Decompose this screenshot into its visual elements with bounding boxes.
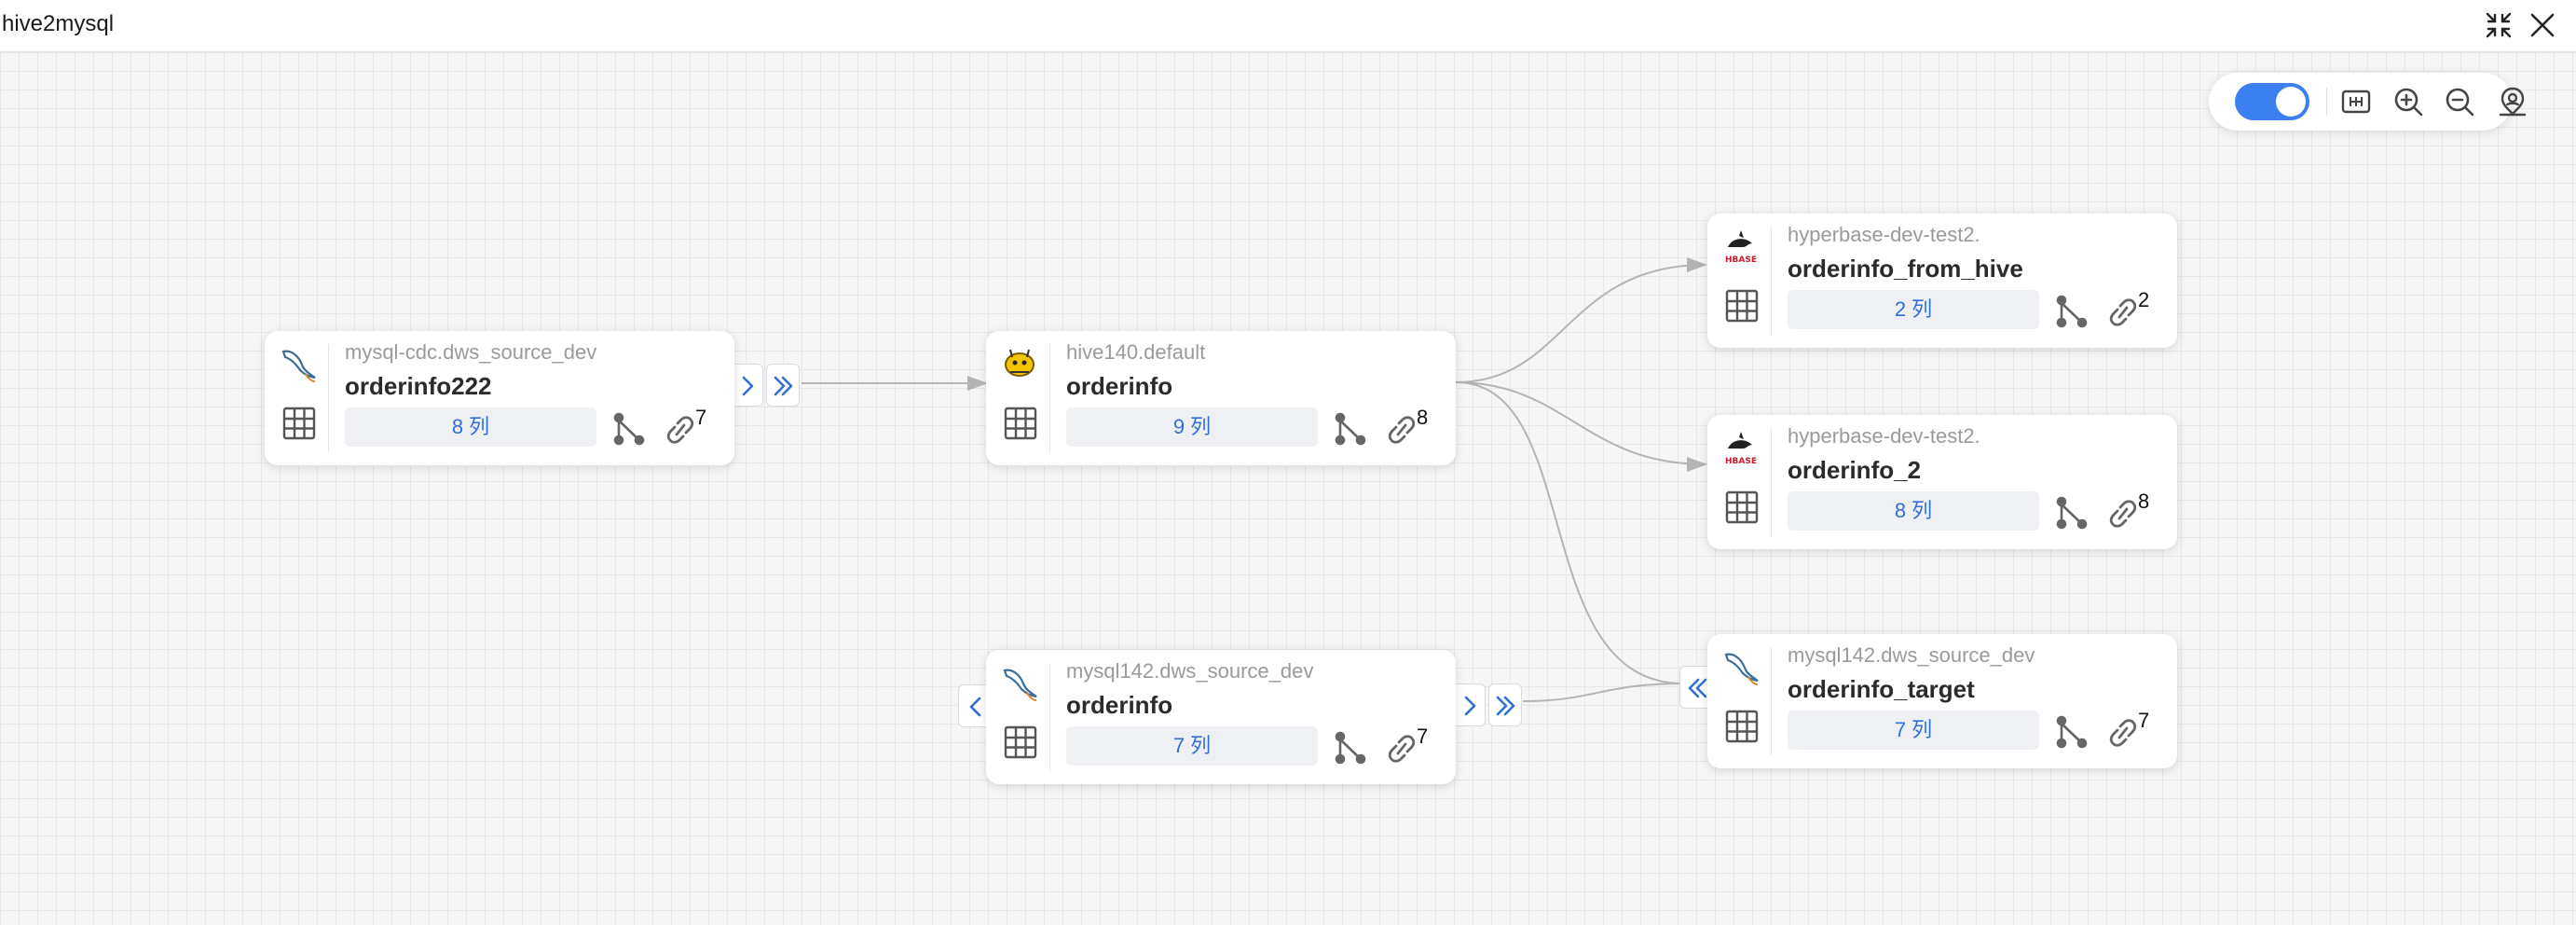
table-grid-icon — [1724, 709, 1760, 744]
svg-text:HBASE: HBASE — [1725, 255, 1757, 265]
table-node[interactable]: mysql142.dws_source_dev orderinfo 7 列 7 — [986, 650, 1456, 784]
source-database: mysql-cdc.dws_source_dev — [345, 340, 597, 364]
source-database: hyperbase-dev-test2. — [1788, 424, 1980, 448]
link-icon[interactable] — [1383, 730, 1420, 767]
lineage-branch-icon[interactable] — [2054, 714, 2090, 750]
columns-button[interactable]: 8 列 — [345, 407, 596, 447]
lineage-canvas[interactable] — [0, 52, 2576, 925]
columns-button[interactable]: 9 列 — [1066, 407, 1318, 447]
link-icon[interactable] — [2104, 714, 2142, 752]
link-icon[interactable] — [662, 411, 699, 449]
source-database: mysql142.dws_source_dev — [1788, 643, 2035, 667]
zoom-in-icon[interactable] — [2391, 85, 2425, 118]
title-bar: hive2mysql — [0, 0, 2576, 52]
table-node[interactable]: mysql142.dws_source_dev orderinfo_target… — [1707, 634, 2177, 768]
locate-icon[interactable] — [2496, 85, 2529, 118]
table-name: orderinfo — [1066, 691, 1173, 719]
source-database: hive140.default — [1066, 340, 1206, 364]
toolbar-spacer — [2494, 85, 2495, 118]
node-divider — [328, 344, 329, 452]
hive-bee-icon — [999, 344, 1040, 385]
link-icon[interactable] — [2104, 294, 2142, 331]
lineage-branch-icon[interactable] — [611, 411, 647, 447]
node-divider — [1049, 663, 1050, 771]
link-count: 7 — [2138, 709, 2150, 732]
mysql-dolphin-icon — [1720, 647, 1761, 688]
columns-button[interactable]: 7 列 — [1788, 711, 2039, 750]
table-name: orderinfo — [1066, 372, 1173, 400]
table-node[interactable]: HBASE hyperbase-dev-test2. orderinfo_2 8… — [1707, 415, 2177, 549]
table-name: orderinfo_target — [1788, 675, 1975, 703]
table-name: orderinfo_from_hive — [1788, 255, 2023, 283]
link-count: 8 — [2138, 490, 2150, 513]
link-count: 7 — [1417, 725, 1429, 748]
hyperbase-orca-icon: HBASE — [1720, 227, 1761, 268]
node-divider — [1771, 227, 1772, 335]
collapse-arrows-icon[interactable] — [2483, 9, 2514, 41]
node-divider — [1771, 428, 1772, 536]
window-title: hive2mysql — [2, 11, 115, 36]
node-divider — [1049, 344, 1050, 452]
link-count: 8 — [1417, 406, 1429, 429]
table-grid-icon — [1003, 725, 1038, 760]
expand-downstream-button[interactable] — [1452, 683, 1486, 726]
svg-text:HBASE: HBASE — [1725, 457, 1757, 466]
canvas-toolbar — [2209, 73, 2512, 131]
table-grid-icon — [1003, 406, 1038, 441]
expand-all-downstream-button[interactable] — [1488, 683, 1522, 726]
link-icon[interactable] — [2104, 495, 2142, 532]
zoom-out-icon[interactable] — [2443, 85, 2476, 118]
table-node[interactable]: HBASE hyperbase-dev-test2. orderinfo_fro… — [1707, 214, 2177, 348]
expand-downstream-button[interactable] — [730, 364, 763, 407]
lineage-branch-icon[interactable] — [2054, 495, 2090, 531]
toggle-knob — [2276, 87, 2306, 117]
link-count: 7 — [695, 406, 707, 429]
table-node[interactable]: mysql-cdc.dws_source_dev orderinfo222 8 … — [265, 331, 734, 465]
columns-button[interactable]: 2 列 — [1788, 290, 2039, 329]
close-icon[interactable] — [2527, 9, 2558, 41]
mysql-dolphin-icon — [278, 344, 319, 385]
hyperbase-orca-icon: HBASE — [1720, 428, 1761, 469]
table-name: orderinfo222 — [345, 372, 492, 400]
lineage-branch-icon[interactable] — [1333, 730, 1368, 766]
lineage-branch-icon[interactable] — [2054, 294, 2090, 329]
table-grid-icon — [281, 406, 317, 441]
toolbar-divider — [2326, 88, 2327, 116]
columns-button[interactable]: 7 列 — [1066, 726, 1318, 766]
lineage-branch-icon[interactable] — [1333, 411, 1368, 447]
mysql-dolphin-icon — [999, 663, 1040, 704]
view-toggle[interactable] — [2235, 83, 2309, 120]
link-icon[interactable] — [1383, 411, 1420, 449]
node-divider — [1771, 647, 1772, 755]
expand-all-downstream-button[interactable] — [766, 364, 800, 407]
columns-button[interactable]: 8 列 — [1788, 491, 2039, 531]
link-count: 2 — [2138, 288, 2150, 311]
table-grid-icon — [1724, 490, 1760, 525]
table-node[interactable]: hive140.default orderinfo 9 列 8 — [986, 331, 1456, 465]
table-grid-icon — [1724, 288, 1760, 324]
minimap-icon[interactable] — [2339, 85, 2373, 118]
source-database: hyperbase-dev-test2. — [1788, 223, 1980, 246]
source-database: mysql142.dws_source_dev — [1066, 659, 1314, 683]
table-name: orderinfo_2 — [1788, 456, 1922, 484]
